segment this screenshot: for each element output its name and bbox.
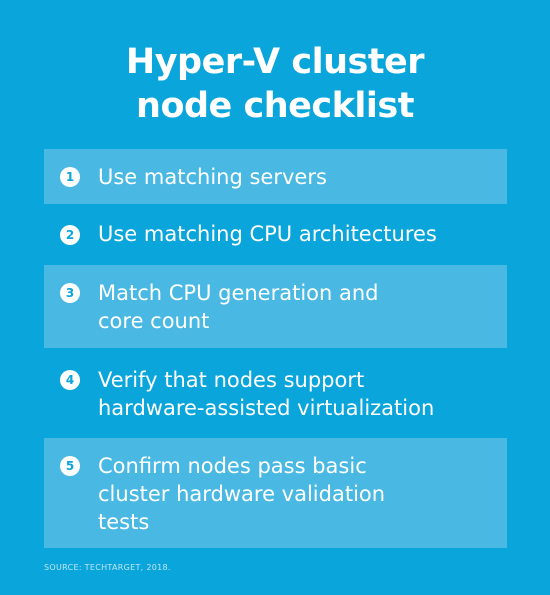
checklist-item-text-4: Verify that nodes support hardware-assis… [98,366,434,422]
checklist-item-text-1: Use matching servers [98,163,327,191]
checklist-item-1-line-1: Use matching servers [98,165,327,189]
checklist-item-5-line-2: cluster hardware validation [98,482,386,506]
checklist-item-4-line-2: hardware-assisted virtualization [98,396,435,420]
checklist-item-text-2: Use matching CPU architectures [98,220,437,248]
checklist-item-4: 4 Verify that nodes support hardware-ass… [44,356,507,430]
checklist-item-3-line-1: Match CPU generation and [98,281,379,305]
checklist-item-2: 2 Use matching CPU architectures [44,212,507,257]
number-badge-5: 5 [60,456,80,476]
number-badge-2: 2 [60,225,80,245]
checklist-item-3-line-2: core count [98,309,210,333]
title-line-1: Hyper-V cluster [125,42,425,82]
checklist-item-5-line-1: Confirm nodes pass basic [98,454,367,478]
checklist-item-5: 5 Confirm nodes pass basic cluster hardw… [44,438,507,548]
page-title: Hyper-V cluster node checklist [0,40,550,128]
checklist-item-text-5: Confirm nodes pass basic cluster hardwar… [98,452,385,536]
checklist-item-3: 3 Match CPU generation and core count [44,265,507,348]
checklist-item-5-line-3: tests [98,510,150,534]
number-badge-4: 4 [60,370,80,390]
checklist-item-text-3: Match CPU generation and core count [98,279,379,335]
checklist-item-1: 1 Use matching servers [44,149,507,204]
checklist-item-2-line-1: Use matching CPU architectures [98,222,437,246]
checklist: 1 Use matching servers 2 Use matching CP… [44,149,507,556]
checklist-item-4-line-1: Verify that nodes support [98,368,365,392]
number-badge-1: 1 [60,167,80,187]
title-line-2: node checklist [136,86,414,126]
source-note: SOURCE: TECHTARGET, 2018. [44,563,171,572]
number-badge-3: 3 [60,283,80,303]
